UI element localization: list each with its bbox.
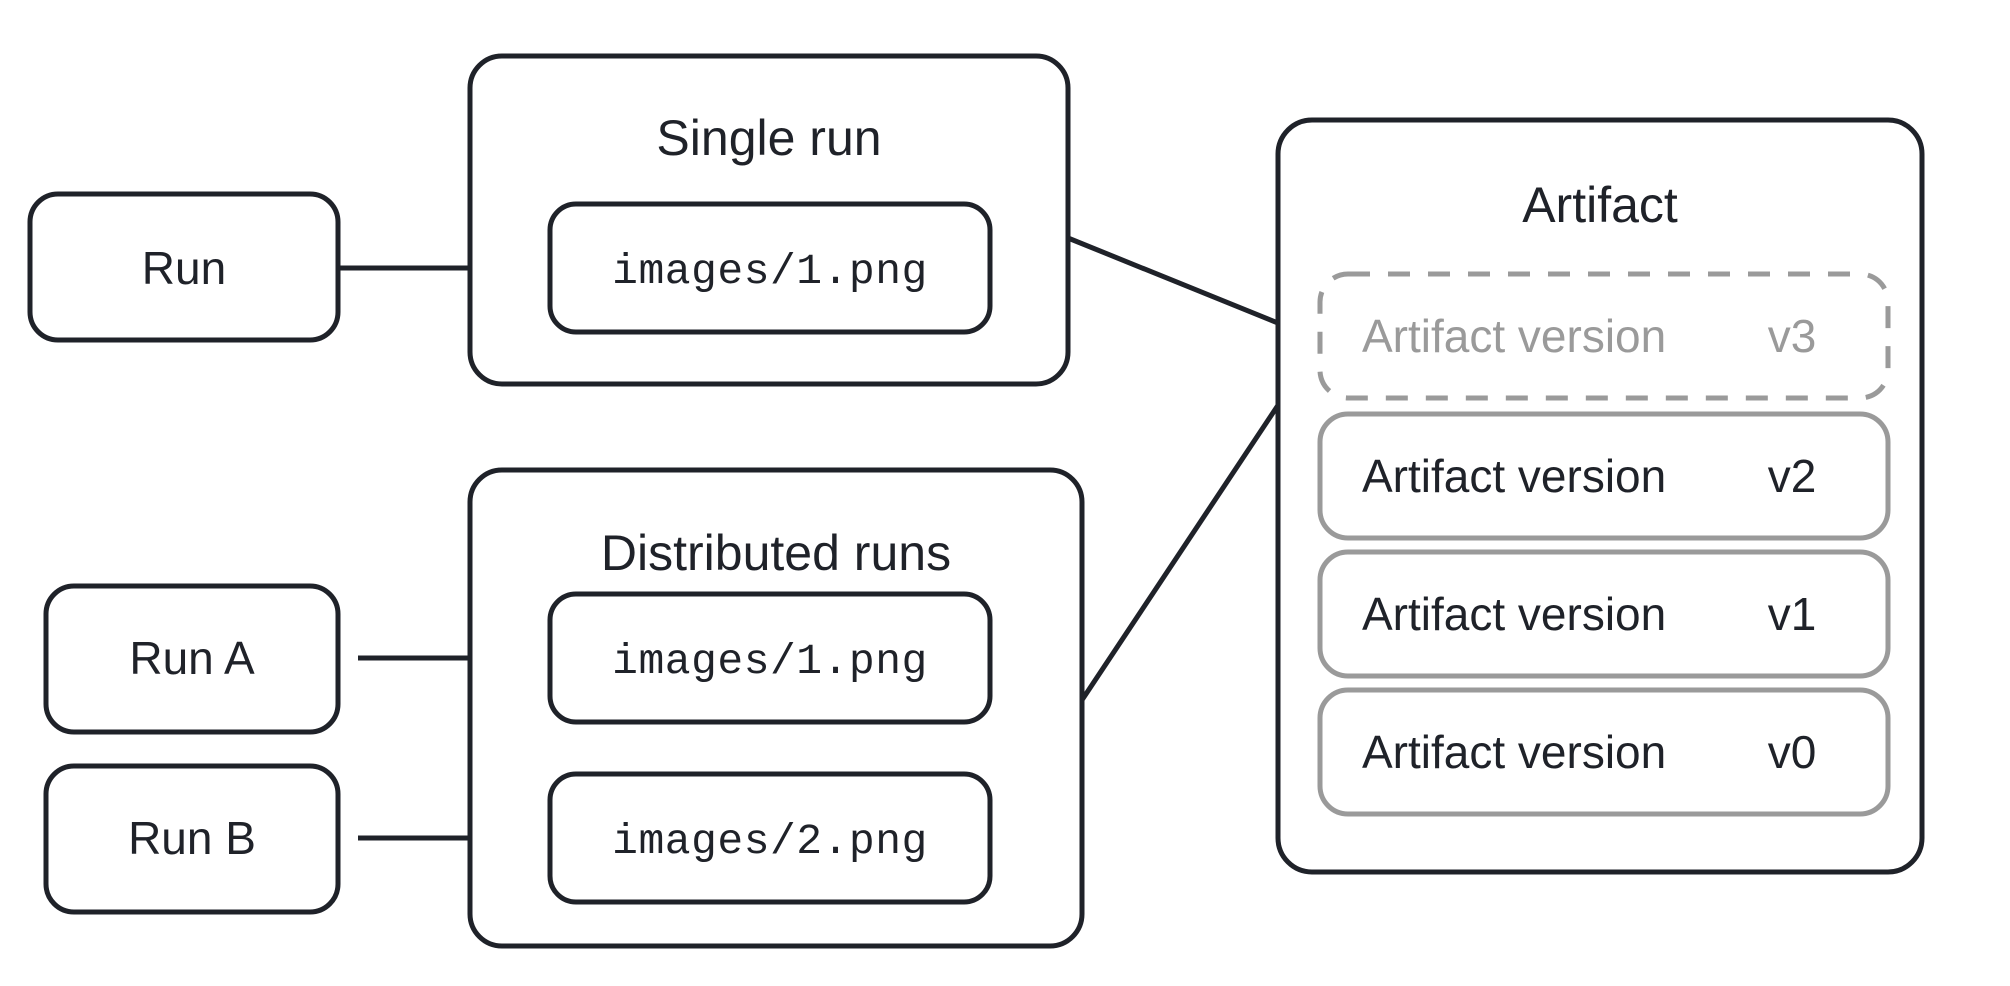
file-node-single-file-1[interactable]: images/1.png xyxy=(547,201,993,335)
artifact-version-v0-label: Artifact version xyxy=(1362,726,1666,778)
artifact-version-v1[interactable]: Artifact version v1 xyxy=(1317,549,1891,679)
group-distributed-runs[interactable]: Distributed runs images/1.png images/2.p… xyxy=(467,467,1085,949)
run-node-run-b[interactable]: Run B xyxy=(43,763,341,915)
artifact-version-v1-tag: v1 xyxy=(1768,588,1817,640)
file-node-single-file-1-label: images/1.png xyxy=(612,247,928,296)
run-node-run-label: Run xyxy=(142,242,226,294)
run-node-run-b-box[interactable] xyxy=(43,763,341,915)
file-node-dist-file-1[interactable]: images/1.png xyxy=(547,591,993,725)
artifact-version-v2-tag: v2 xyxy=(1768,450,1817,502)
artifact-version-v0-tag: v0 xyxy=(1768,726,1817,778)
artifact-version-v0[interactable]: Artifact version v0 xyxy=(1317,687,1891,817)
run-node-run-a-box[interactable] xyxy=(43,583,341,735)
group-single-run-title: Single run xyxy=(656,110,881,166)
artifact-version-v2-box[interactable] xyxy=(1317,411,1891,541)
file-node-single-file-1-box[interactable] xyxy=(547,201,993,335)
file-node-dist-file-2-label: images/2.png xyxy=(612,817,928,866)
artifact-version-v3-label: Artifact version xyxy=(1362,310,1666,362)
file-node-dist-file-2-box[interactable] xyxy=(547,771,993,905)
run-node-run-a-label: Run A xyxy=(129,632,255,684)
artifact-version-v1-box[interactable] xyxy=(1317,549,1891,679)
file-node-dist-file-1-label: images/1.png xyxy=(612,637,928,686)
artifact-version-v1-label: Artifact version xyxy=(1362,588,1666,640)
file-node-dist-file-1-box[interactable] xyxy=(547,591,993,725)
group-single-run[interactable]: Single run images/1.png xyxy=(467,53,1071,387)
run-node-run[interactable]: Run xyxy=(27,191,341,343)
run-node-run-box[interactable] xyxy=(27,191,341,343)
artifact-panel[interactable]: Artifact Artifact version v3 Artifact ve… xyxy=(1275,117,1925,875)
artifact-version-v3-tag: v3 xyxy=(1768,310,1817,362)
artifact-version-v3-box[interactable] xyxy=(1317,271,1891,401)
group-distributed-runs-title: Distributed runs xyxy=(601,525,951,581)
artifact-version-v0-box[interactable] xyxy=(1317,687,1891,817)
artifact-panel-title: Artifact xyxy=(1522,177,1678,233)
file-node-dist-file-2[interactable]: images/2.png xyxy=(547,771,993,905)
run-node-run-b-label: Run B xyxy=(128,812,256,864)
artifact-version-v3[interactable]: Artifact version v3 xyxy=(1317,271,1891,401)
artifact-version-v2-label: Artifact version xyxy=(1362,450,1666,502)
run-node-run-a[interactable]: Run A xyxy=(43,583,341,735)
artifact-version-v2[interactable]: Artifact version v2 xyxy=(1317,411,1891,541)
